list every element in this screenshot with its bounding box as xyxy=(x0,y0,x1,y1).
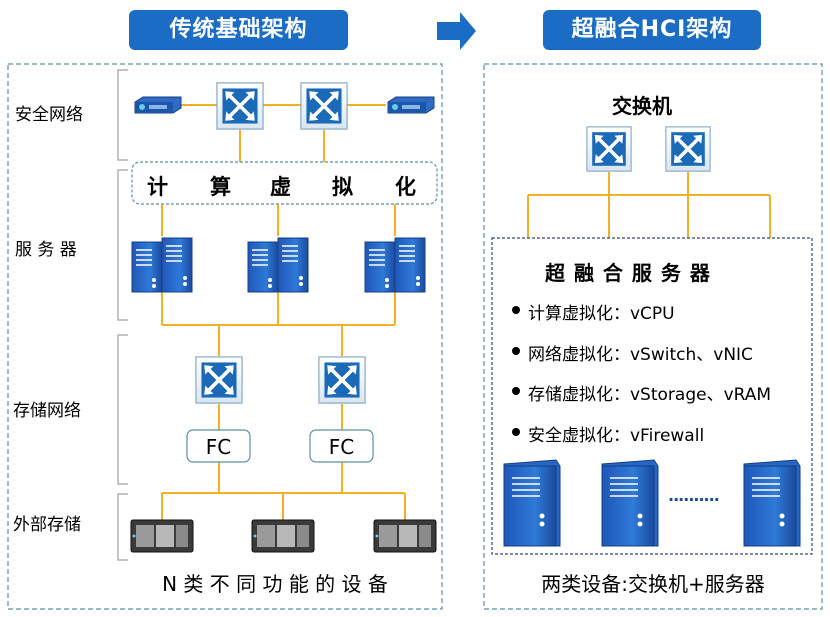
row-label-external-storage: 外部存储 xyxy=(13,515,81,535)
hci-server-title: 超 融 合 服 务 器 xyxy=(545,261,711,285)
left-title: 传统基础架构 xyxy=(129,10,348,50)
virtualization-char: 虚 xyxy=(270,175,291,199)
virtualization-char: 拟 xyxy=(332,175,353,199)
server-icon xyxy=(364,237,426,293)
feature-item: 网络虚拟化：vSwitch、vNIC xyxy=(528,345,753,365)
switch-icon xyxy=(585,126,633,172)
right-title: 超融合HCI架构 xyxy=(543,10,761,50)
storage-icon xyxy=(373,519,437,553)
feature-bullets xyxy=(512,306,520,436)
row-label-servers: 服 务 器 xyxy=(15,240,77,260)
hci-server-icon xyxy=(601,459,659,547)
row-label-security-network: 安全网络 xyxy=(15,105,83,125)
switch-icon xyxy=(664,126,712,172)
switch-icon xyxy=(194,356,244,404)
server-ellipsis: ·········· xyxy=(668,490,720,509)
virtualization-char: 算 xyxy=(210,175,231,199)
storage-icon xyxy=(251,519,315,553)
right-caption: 两类设备:交换机+服务器 xyxy=(541,572,765,596)
storage-icon xyxy=(130,519,194,553)
row-label-storage-network: 存储网络 xyxy=(13,401,81,421)
arrow-icon xyxy=(437,12,476,50)
left-panel-border xyxy=(7,63,443,610)
hci-server-icon xyxy=(503,459,561,547)
feature-item: 存储虚拟化：vStorage、vRAM xyxy=(528,385,772,405)
left-caption: N 类 不 同 功 能 的 设 备 xyxy=(162,572,388,596)
feature-item: 安全虚拟化：vFirewall xyxy=(528,426,705,446)
left-connection-lines xyxy=(161,104,406,520)
switch-label: 交换机 xyxy=(612,94,672,118)
server-icon xyxy=(247,237,309,293)
right-connection-lines xyxy=(527,172,771,238)
feature-item: 计算虚拟化：vCPU xyxy=(528,304,675,324)
switch-icon xyxy=(216,82,264,130)
fc-label: FC xyxy=(328,435,355,459)
server-icon xyxy=(131,237,193,293)
fc-box xyxy=(186,429,251,463)
switch-icon xyxy=(317,356,367,404)
row-brackets xyxy=(117,69,128,561)
switch-icon xyxy=(300,82,348,130)
right-panel-border xyxy=(483,63,823,610)
virtualization-char: 计 xyxy=(147,175,168,199)
virtualization-box xyxy=(131,161,438,205)
hci-server-icon xyxy=(743,459,801,547)
firewall-icon xyxy=(387,96,435,114)
firewall-icon xyxy=(134,96,182,114)
virtualization-char: 化 xyxy=(395,175,416,199)
fc-label: FC xyxy=(205,435,232,459)
fc-box xyxy=(309,429,374,463)
